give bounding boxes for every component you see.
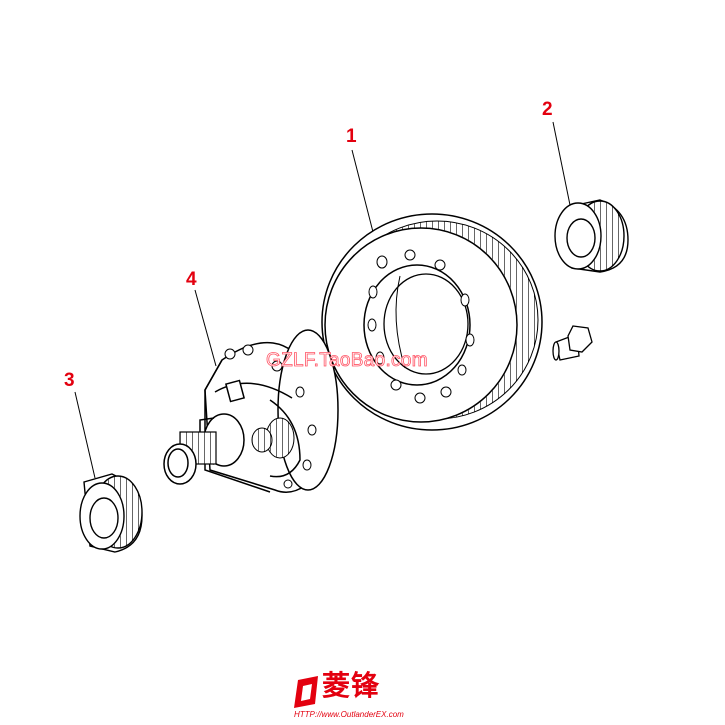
- bearing-left: [79, 473, 143, 553]
- leader-line-4: [194, 289, 217, 367]
- leader-line-2: [552, 121, 571, 206]
- leader-line-3: [74, 391, 96, 479]
- callout-3: 3: [64, 370, 75, 391]
- callout-1: 1: [346, 126, 357, 147]
- leader-lines: [74, 121, 571, 479]
- logo-chinese-text: 菱锋: [322, 669, 381, 702]
- differential-case: [163, 329, 339, 493]
- bearing-right: [554, 199, 629, 273]
- ring-gear: [321, 213, 543, 431]
- leader-line-1: [351, 149, 374, 233]
- logo-mark-icon: [294, 676, 318, 708]
- callout-2: 2: [542, 99, 553, 120]
- case-bolt-holes: [224, 344, 317, 489]
- gear-bolt-holes: [367, 249, 475, 404]
- watermark-text: GZLF.TaoBao.com: [266, 350, 428, 372]
- gear-bolt: [552, 325, 593, 361]
- callout-4: 4: [186, 269, 197, 290]
- logo-url-text: HTTP://www.OutlanderEX.com: [294, 710, 404, 719]
